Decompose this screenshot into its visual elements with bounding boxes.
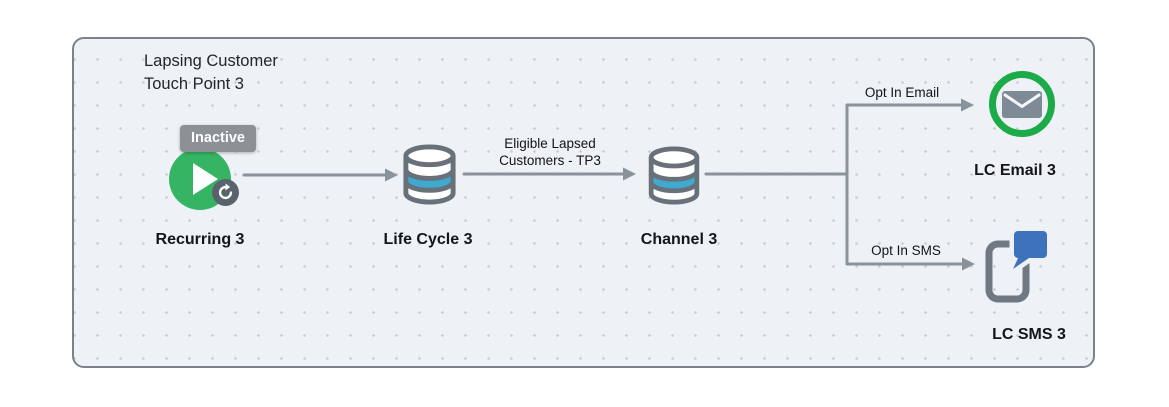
node-channel-database-icon[interactable]	[644, 146, 704, 205]
edge-label-opt-in-email: Opt In Email	[864, 85, 940, 100]
canvas-title-line2: Touch Point 3	[144, 75, 244, 93]
workflow-canvas[interactable]: Lapsing Customer Touch Point 3 Inactive …	[72, 37, 1095, 368]
node-life-cycle-database-icon[interactable]	[400, 144, 459, 205]
edge-label-eligible-line1: Eligible Lapsed	[504, 136, 596, 151]
sms-bubble-icon	[1013, 231, 1047, 269]
node-lc-email[interactable]	[989, 71, 1055, 137]
edge-label-eligible-lapsed: Eligible Lapsed Customers - TP3	[470, 135, 630, 169]
canvas-title: Lapsing Customer Touch Point 3	[144, 50, 278, 96]
node-label-life-cycle: Life Cycle 3	[383, 231, 473, 248]
node-label-lc-email: LC Email 3	[974, 162, 1056, 179]
node-lc-sms[interactable]	[981, 227, 1052, 303]
email-envelope-icon	[1002, 90, 1042, 118]
node-label-channel: Channel 3	[640, 231, 718, 248]
edge-label-eligible-line2: Customers - TP3	[499, 153, 601, 168]
node-label-recurring: Recurring 3	[155, 231, 245, 248]
recurring-refresh-icon	[212, 179, 239, 206]
status-badge-inactive: Inactive	[180, 125, 256, 152]
edge-label-opt-in-sms: Opt In SMS	[871, 243, 941, 258]
canvas-title-line1: Lapsing Customer	[144, 52, 278, 70]
node-label-lc-sms: LC SMS 3	[992, 326, 1066, 343]
